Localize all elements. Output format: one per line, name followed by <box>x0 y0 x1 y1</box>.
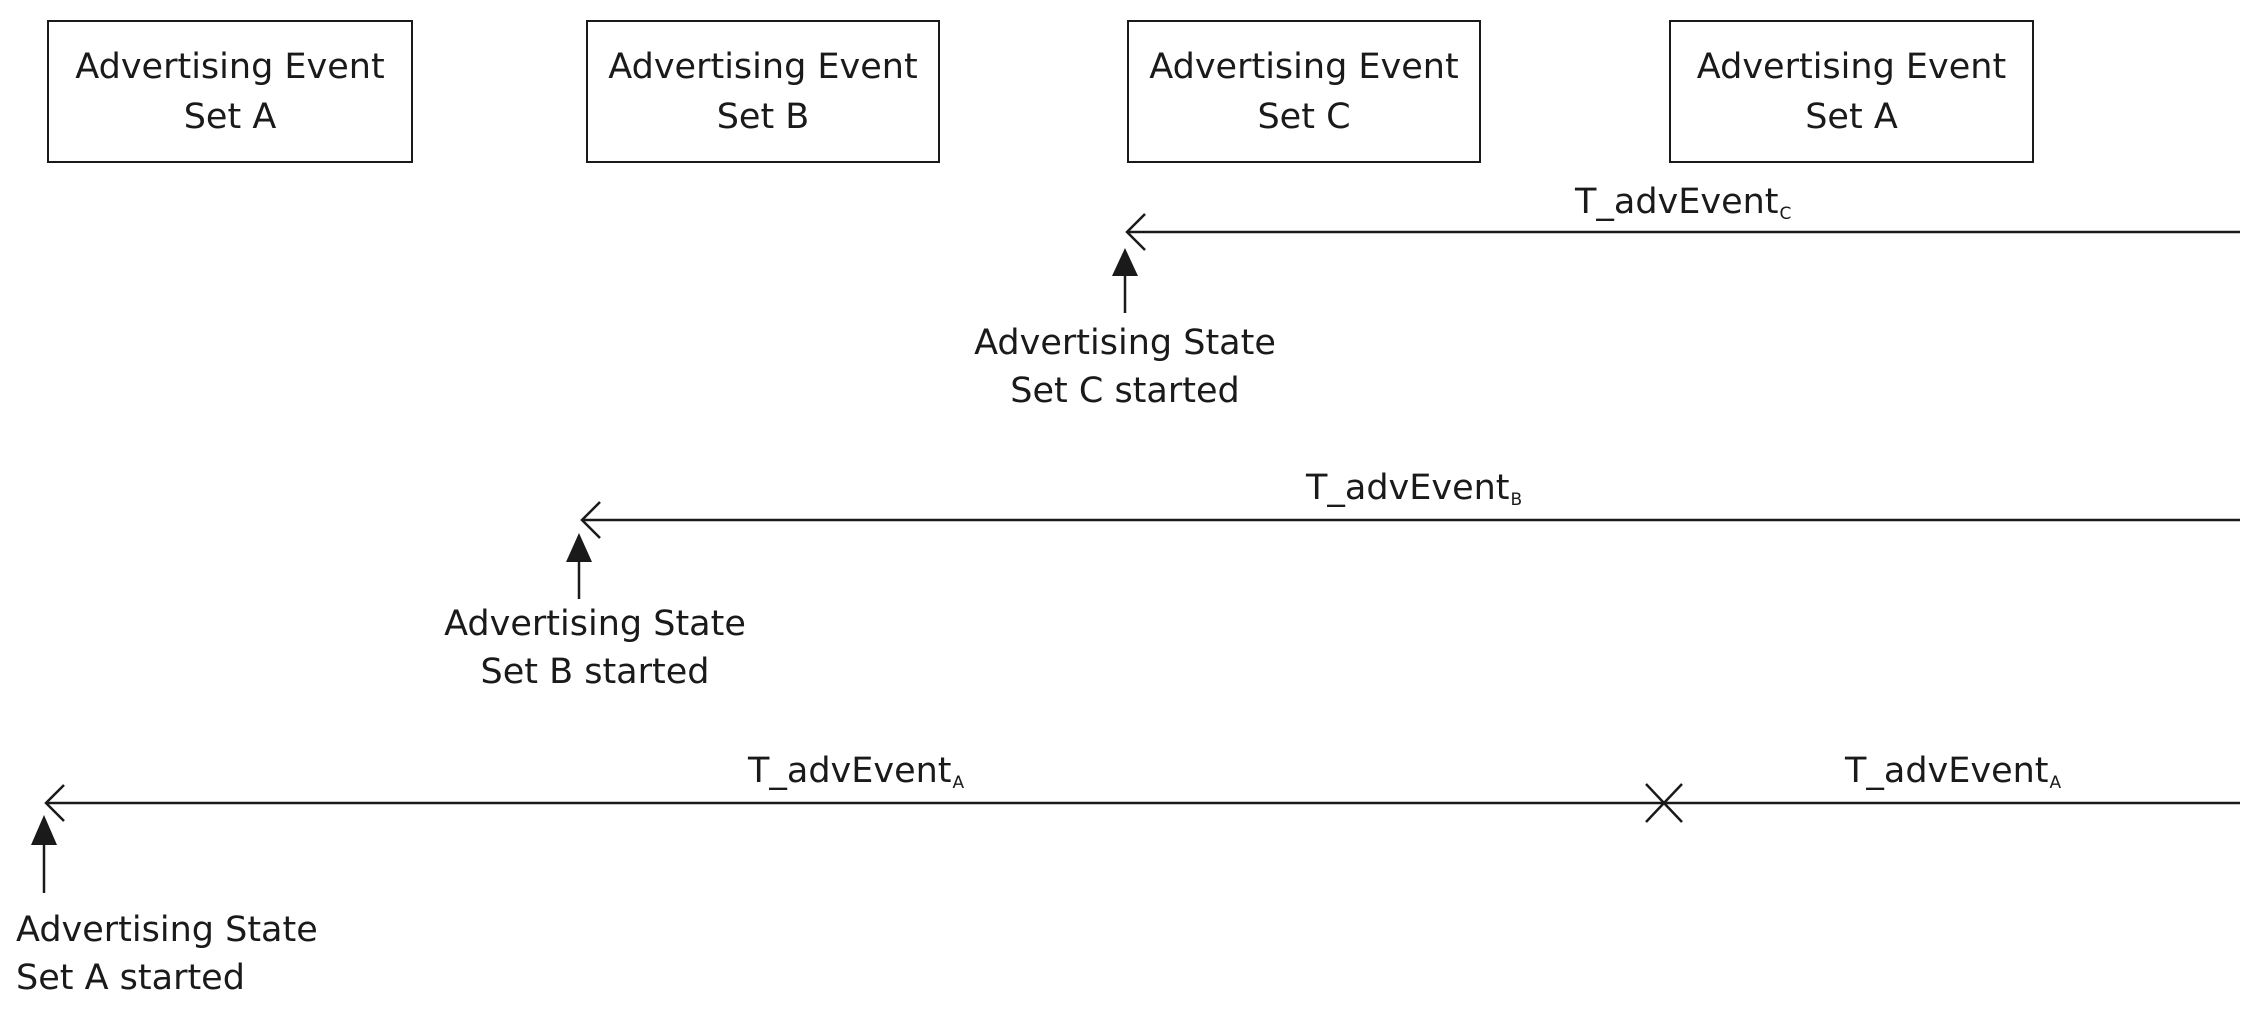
event-box-set-c: Advertising Event Set C <box>1127 20 1481 163</box>
arrowhead-set-b <box>580 501 601 539</box>
event-box-set-a-2: Advertising Event Set A <box>1669 20 2034 163</box>
period-text: T_advEvent <box>1845 751 2049 791</box>
state-label-line1: Advertising State <box>444 604 746 644</box>
event-box-label-line1: Advertising Event <box>1696 46 2007 87</box>
event-box-set-b: Advertising Event Set B <box>586 20 940 163</box>
event-box-set-a-1: Advertising Event Set A <box>47 20 413 163</box>
period-label-set-b: T_advEventB <box>1306 468 1522 520</box>
event-box-label-line1: Advertising Event <box>608 46 918 87</box>
period-subscript: B <box>1510 490 1523 510</box>
arrowhead-set-a-first <box>44 784 65 822</box>
period-text: T_advEvent <box>1575 182 1779 222</box>
period-label-set-c: T_advEventC <box>1575 182 1791 234</box>
state-label-set-b: Advertising State Set B started <box>430 600 760 696</box>
event-box-label-line1: Advertising Event <box>75 46 385 87</box>
period-subscript: C <box>1779 204 1792 224</box>
state-label-line2: Set C started <box>1010 371 1240 411</box>
period-label-set-a-second: T_advEventA <box>1845 751 2061 803</box>
event-box-label-line2: Set A <box>1805 96 1898 137</box>
state-label-line1: Advertising State <box>974 323 1276 363</box>
start-marker-arrow-set-c <box>1112 248 1138 276</box>
period-text: T_advEvent <box>1306 468 1510 508</box>
event-box-label-line2: Set A <box>183 96 277 137</box>
period-subscript: A <box>2049 773 2062 793</box>
state-label-set-c: Advertising State Set C started <box>960 319 1290 415</box>
state-label-line2: Set A started <box>16 958 245 998</box>
cross-marker-stroke-2 <box>1645 783 1683 823</box>
start-marker-arrow-set-b <box>566 533 592 562</box>
start-marker-arrow-set-a <box>31 815 57 845</box>
period-text: T_advEvent <box>748 751 952 791</box>
event-box-label-line2: Set B <box>716 96 810 137</box>
arrowhead-set-c <box>1125 213 1146 251</box>
period-subscript: A <box>952 773 965 793</box>
event-box-label-line1: Advertising Event <box>1149 46 1459 87</box>
period-label-set-a-first: T_advEventA <box>748 751 964 803</box>
state-label-line2: Set B started <box>480 652 710 692</box>
state-label-set-a: Advertising State Set A started <box>16 906 318 1002</box>
event-box-label-line2: Set C <box>1257 96 1351 137</box>
state-label-line1: Advertising State <box>16 910 318 950</box>
